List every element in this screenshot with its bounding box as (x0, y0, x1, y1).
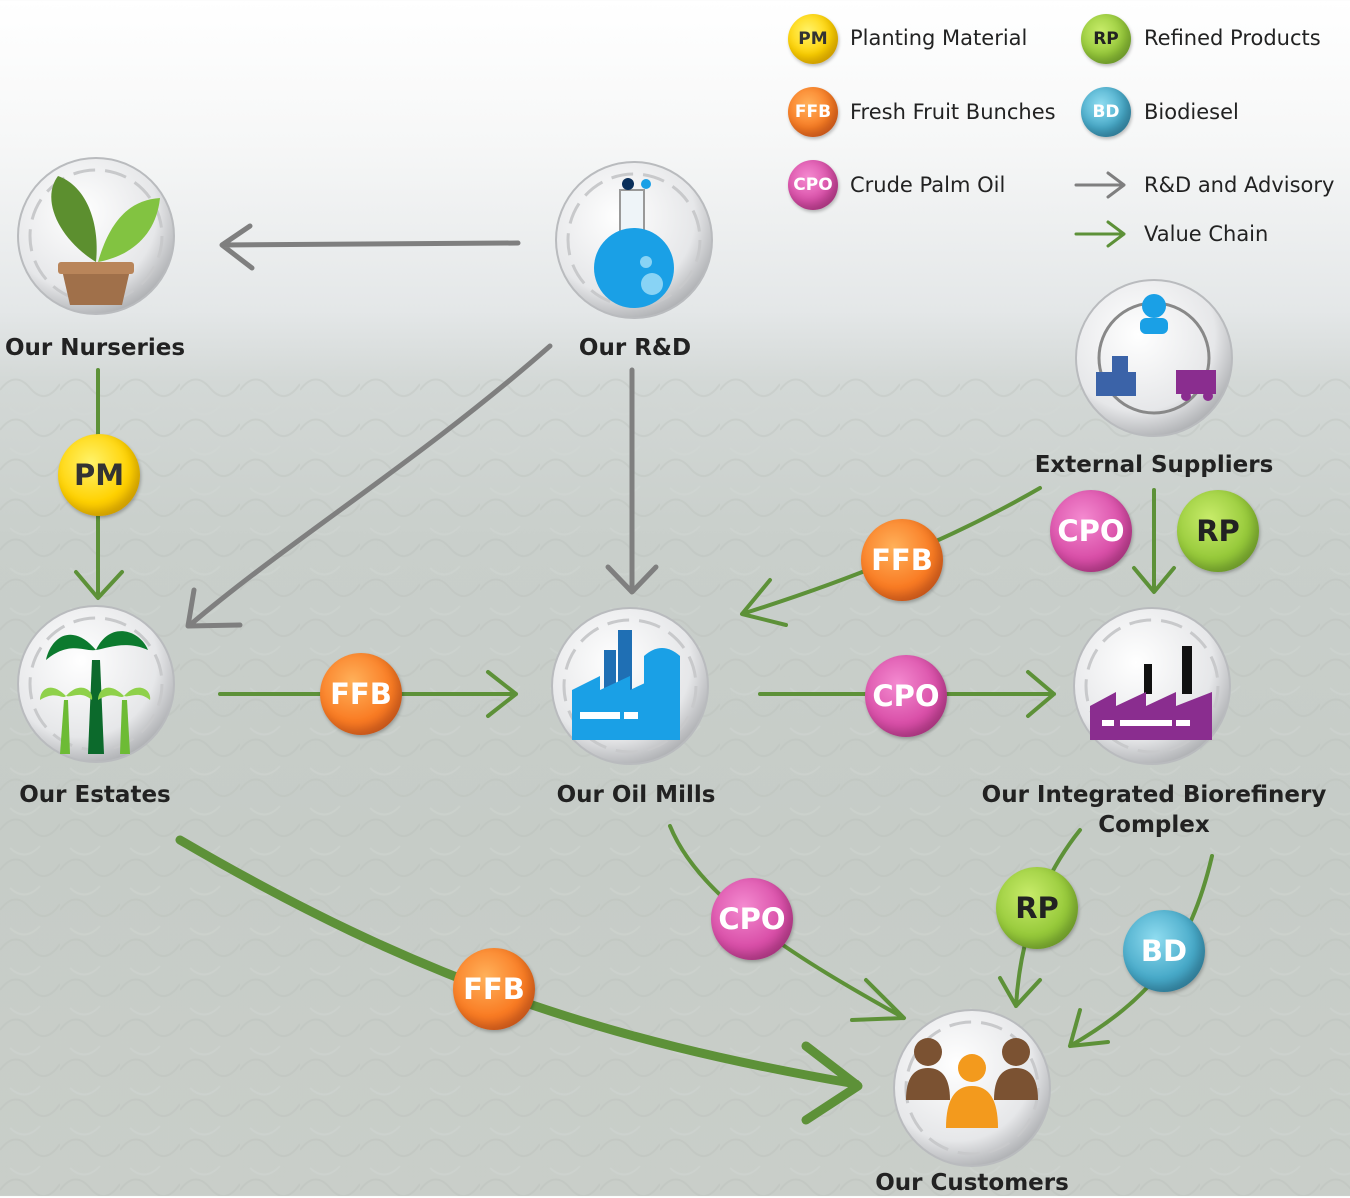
legend-badge-pm: PM (788, 14, 838, 64)
flow-badge-suppliers-biorefinery-rp: RP (1177, 490, 1259, 572)
flow-badge-nurseries-estates-pm: PM (58, 434, 140, 516)
legend-label-ffb: Fresh Fruit Bunches (850, 100, 1056, 124)
legend-label-cpo: Crude Palm Oil (850, 173, 1006, 197)
legend-badge-ffb: FFB (788, 87, 838, 137)
legend-label-rp: Refined Products (1144, 26, 1321, 50)
legend-label-bd: Biodiesel (1144, 100, 1239, 124)
node-label-suppliers: External Suppliers (1034, 452, 1274, 478)
legend-value-chain-arrow-icon (1074, 220, 1126, 248)
flow-arrow-suppliers-biorefinery (1132, 488, 1176, 594)
flow-badge-biorefinery-customers-rp: RP (996, 867, 1078, 949)
node-label-rnd: Our R&D (578, 335, 692, 361)
biorefinery-factory-icon (1073, 607, 1231, 765)
legend-label-pm: Planting Material (850, 26, 1028, 50)
advisory-arrow-rnd-mills (605, 367, 659, 595)
flow-badge-estates-customers-ffb: FFB (453, 948, 535, 1030)
advisory-arrow-rnd-estates (185, 343, 553, 629)
node-label-mills: Our Oil Mills (556, 782, 716, 808)
oil-mill-factory-icon (551, 607, 709, 765)
flow-badge-mills-biorefinery-cpo: CPO (865, 655, 947, 737)
flow-badge-biorefinery-customers-bd: BD (1123, 910, 1205, 992)
nursery-plant-icon (17, 157, 175, 315)
flow-badge-suppliers-biorefinery-cpo: CPO (1050, 490, 1132, 572)
advisory-arrow-rnd-nurseries (219, 223, 521, 271)
suppliers-cycle-icon (1075, 279, 1233, 437)
flow-badge-suppliers-mills-ffb: FFB (861, 519, 943, 601)
flow-badge-mills-customers-cpo: CPO (711, 878, 793, 960)
legend-badge-rp: RP (1081, 14, 1131, 64)
node-label-nurseries: Our Nurseries (4, 335, 186, 361)
legend-badge-bd: BD (1081, 87, 1131, 137)
customers-people-icon (893, 1009, 1051, 1167)
legend-label-advisory: R&D and Advisory (1144, 173, 1335, 197)
legend-badge-cpo: CPO (788, 160, 838, 210)
node-label-customers: Our Customers (875, 1170, 1069, 1196)
estates-palm-icon (17, 605, 175, 763)
node-label-estates: Our Estates (19, 782, 171, 808)
rnd-flask-icon (555, 161, 713, 319)
legend-label-value-chain: Value Chain (1144, 222, 1269, 246)
flow-badge-estates-mills-ffb: FFB (320, 653, 402, 735)
legend-advisory-arrow-icon (1074, 171, 1126, 199)
node-label-biorefinery: Our Integrated Biorefinery Complex (981, 782, 1327, 838)
